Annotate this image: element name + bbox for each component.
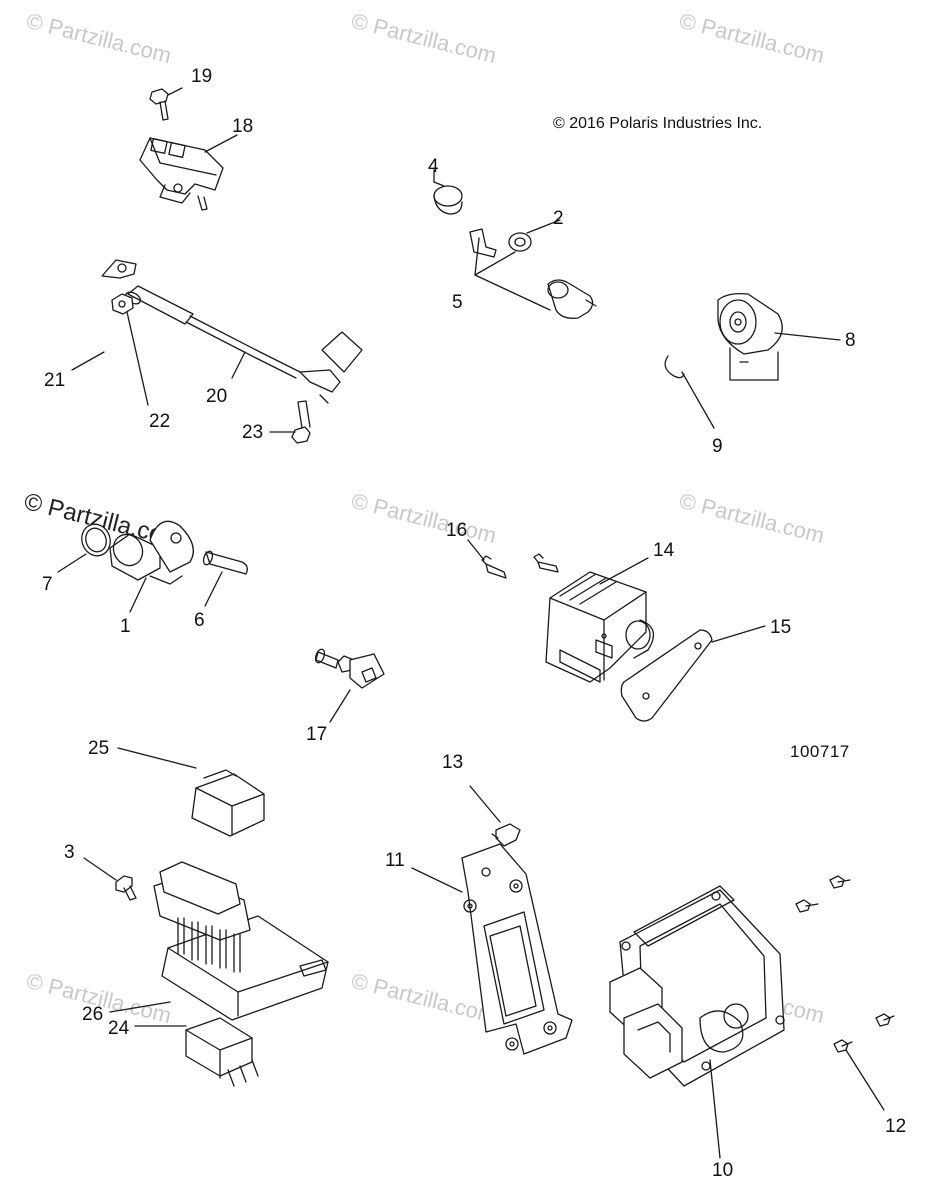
part-6-pin — [202, 550, 248, 607]
part-oil-sender — [547, 279, 597, 319]
callout-9: 9 — [712, 436, 723, 457]
part-4-cap — [433, 169, 463, 215]
part-12-screws — [795, 875, 895, 1111]
callout-8: 8 — [845, 330, 856, 351]
part-17-temp-sensor — [314, 648, 385, 723]
part-19-bolt — [149, 87, 183, 121]
part-11-bracket — [411, 843, 573, 1055]
part-23-bolt — [269, 400, 311, 444]
diagram-number: 100717 — [790, 742, 850, 761]
callout-6: 6 — [194, 610, 205, 631]
callout-25: 25 — [88, 738, 109, 759]
callout-10: 10 — [712, 1160, 733, 1181]
callout-16: 16 — [446, 520, 467, 541]
callout-21: 21 — [44, 370, 65, 391]
part-26-module — [109, 861, 329, 1021]
copyright-text: © 2016 Polaris Industries Inc. — [553, 115, 763, 132]
part-25-relay — [117, 747, 265, 837]
part-14-housing — [545, 557, 655, 683]
part-13-screw — [469, 785, 521, 847]
callout-15: 15 — [770, 617, 791, 638]
callout-7: 7 — [42, 574, 53, 595]
part-20-speed-sensor — [124, 285, 363, 404]
callout-4: 4 — [428, 156, 439, 177]
part-10-ecu — [609, 885, 785, 1159]
callout-13: 13 — [442, 752, 463, 773]
part-16-screws — [467, 539, 559, 579]
part-3-screw — [83, 857, 137, 901]
callout-22: 22 — [149, 411, 170, 432]
part-24-switch — [134, 1017, 259, 1087]
callout-20: 20 — [206, 386, 227, 407]
part-5-tab — [469, 228, 551, 311]
part-22-nut — [111, 293, 149, 406]
callout-3: 3 — [64, 842, 75, 863]
callout-2: 2 — [553, 208, 564, 229]
callout-17: 17 — [306, 724, 327, 745]
part-2-washer — [508, 219, 561, 252]
part-21-clip — [71, 259, 137, 371]
callout-14: 14 — [653, 540, 675, 561]
callout-12: 12 — [885, 1116, 906, 1137]
part-9-clip — [664, 355, 715, 429]
part-15-gasket — [620, 625, 766, 722]
part-1-cam-sensor — [109, 520, 194, 613]
callout-26: 26 — [82, 1004, 103, 1025]
callout-11: 11 — [385, 850, 405, 871]
part-18-map-sensor — [139, 134, 238, 211]
callout-1: 1 — [120, 616, 131, 637]
part-7-oring — [57, 523, 111, 573]
callout-19: 19 — [191, 66, 212, 87]
part-8-knock-sensor — [717, 292, 841, 381]
callout-24: 24 — [108, 1018, 130, 1039]
callout-23: 23 — [242, 422, 263, 443]
callout-5: 5 — [452, 292, 463, 313]
callout-18: 18 — [232, 116, 253, 137]
